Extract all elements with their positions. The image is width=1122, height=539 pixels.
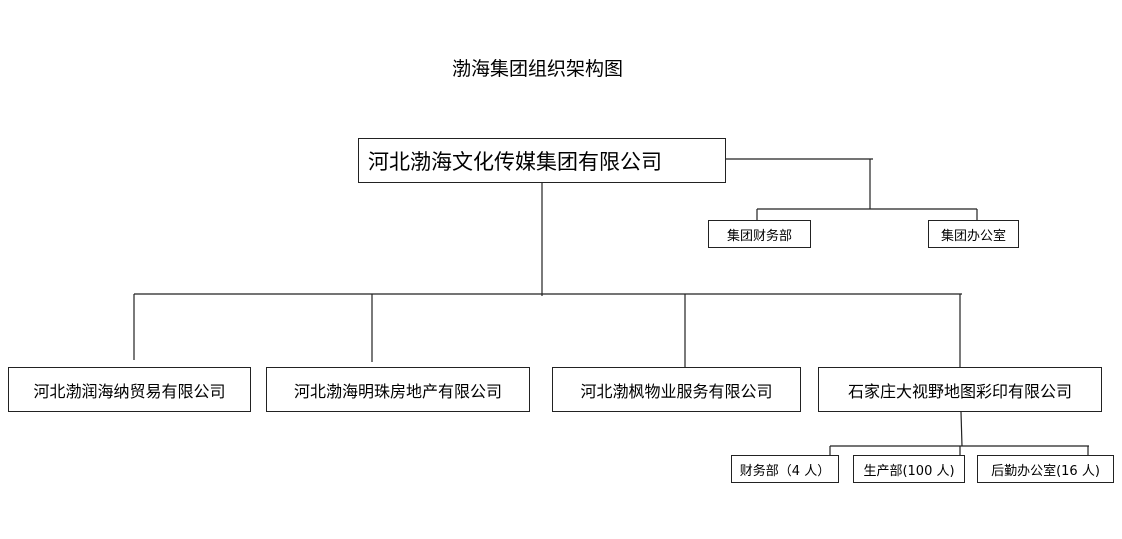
department-box: 后勤办公室(16 人)	[977, 455, 1114, 483]
department-box: 财务部（4 人）	[731, 455, 839, 483]
department-box: 生产部(100 人)	[853, 455, 965, 483]
group-finance-box: 集团财务部	[708, 220, 811, 248]
root-company-box: 河北渤海文化传媒集团有限公司	[358, 138, 726, 183]
connector-sub4-down	[960, 411, 963, 447]
subsidiary-box: 河北渤海明珠房地产有限公司	[266, 367, 530, 412]
chart-title: 渤海集团组织架构图	[452, 58, 624, 80]
subsidiary-box: 河北渤润海纳贸易有限公司	[8, 367, 251, 412]
subsidiary-box: 河北渤枫物业服务有限公司	[552, 367, 801, 412]
group-office-box: 集团办公室	[928, 220, 1019, 248]
subsidiary-box: 石家庄大视野地图彩印有限公司	[818, 367, 1102, 412]
